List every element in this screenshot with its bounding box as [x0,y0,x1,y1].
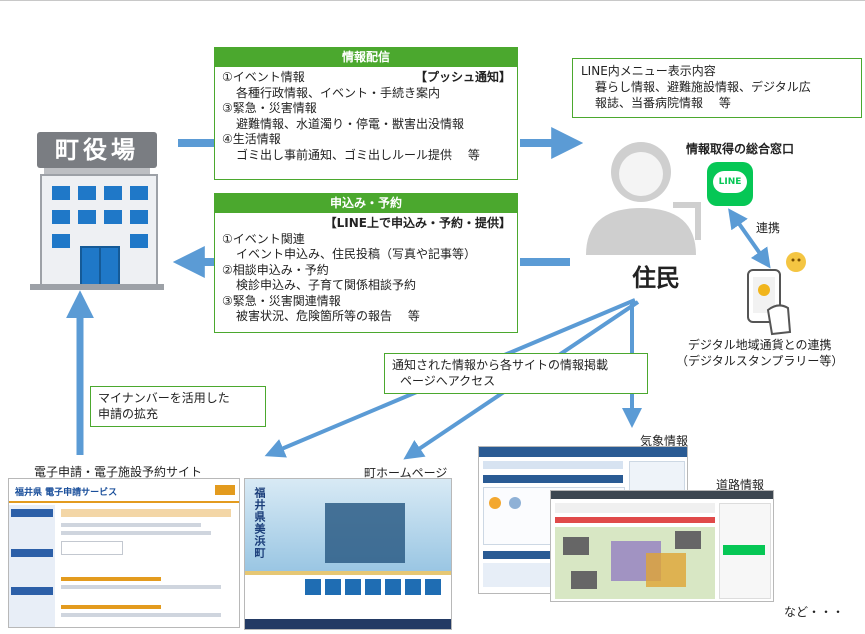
push-line: 各種行政情報、イベント・手続き案内 [236,85,441,100]
site-label-road: 道路情報 [716,478,765,492]
resident-label: 住民 [632,264,680,292]
digital-currency-caption: デジタル地域通貨との連携 （デジタルスタンプラリー等） [676,337,843,369]
line-app-icon: LINE [707,162,753,206]
resident-person-icon [586,142,701,255]
renkei-label: 連携 [756,221,781,235]
apply-line: イベント申込み、住民投稿（写真や記事等） [236,247,477,261]
push-tag: 【プッシュ通知】 [414,70,511,84]
eapp-site-thumbnail: 福井県 電子申請サービス [8,478,240,628]
town-hall: 町役場 [22,120,172,300]
mynumber-callout: マイナンバーを活用した 申請の拡充 [90,386,266,427]
digital-currency-line: （デジタルスタンプラリー等） [676,354,844,368]
town-hp-header: 福井県美浜町 [253,487,266,559]
line-app-icon-text: LINE [713,171,747,193]
apply-line: 検診申込み、子育て関係相談予約 [236,278,417,292]
line-menu-line: 報誌、当番病院情報 等 [595,96,731,110]
push-line: ①イベント情報 [222,70,305,84]
push-info-header: 情報配信 [215,48,517,67]
eapp-header: 福井県 電子申請サービス [15,488,118,498]
town-hall-door [80,246,120,286]
line-menu-title: LINE内メニュー表示内容 [581,64,716,78]
line-menu-box: LINE内メニュー表示内容 暮らし情報、避難施設情報、デジタル広 報誌、当番病院… [572,58,862,118]
mynumber-callout-line: マイナンバーを活用した [98,391,230,405]
apply-header: 申込み・予約 [215,194,517,213]
push-line: 避難情報、水道濁り・停電・獣害出没情報 [236,116,465,131]
apply-line: ①イベント関連 [222,231,305,246]
apply-line: ②相談申込み・予約 [222,262,329,277]
town-hall-base [30,284,164,290]
mynumber-callout-line: 申請の拡充 [98,407,159,421]
town-hp-thumbnail: 福井県美浜町 [244,478,452,630]
digital-currency-line: デジタル地域通貨との連携 [687,338,832,352]
town-hall-sign: 町役場 [37,132,157,168]
apply-line: 被害状況、危険箇所等の報告 等 [236,309,420,323]
smartphone-icon [747,252,806,336]
top-rule [0,0,865,1]
push-line: ③緊急・災害情報 [222,101,317,115]
site-label-eapp: 電子申請・電子施設予約サイト [34,465,203,479]
apply-tag: 【LINE上で申込み・予約・提供】 [324,216,511,230]
apply-line: ③緊急・災害関連情報 [222,293,341,308]
access-callout-line: ページへアクセス [400,374,496,388]
arrow-renkei [728,208,771,269]
access-callout: 通知された情報から各サイトの情報掲載 ページへアクセス [384,353,648,394]
town-hall-body [40,174,158,286]
push-info-box: 情報配信 【プッシュ通知】 ①イベント情報 各種行政情報、イベント・手続き案内 … [214,47,518,180]
line-window-label: 情報取得の総合窓口 [686,142,795,156]
town-hall-roof [44,168,150,174]
road-site-thumbnail [550,490,774,602]
site-label-weather: 気象情報 [640,434,689,448]
apply-box: 申込み・予約 【LINE上で申込み・予約・提供】 ①イベント関連 イベント申込み… [214,193,518,333]
site-label-town-hp: 町ホームページ [364,466,448,480]
line-menu-line: 暮らし情報、避難施設情報、デジタル広 [595,80,811,94]
push-line: ゴミ出し事前通知、ゴミ出しルール提供 等 [236,147,480,162]
push-line: ④生活情報 [222,132,281,146]
etc-label: など・・・ [784,605,845,619]
access-callout-line: 通知された情報から各サイトの情報掲載 [392,358,609,372]
